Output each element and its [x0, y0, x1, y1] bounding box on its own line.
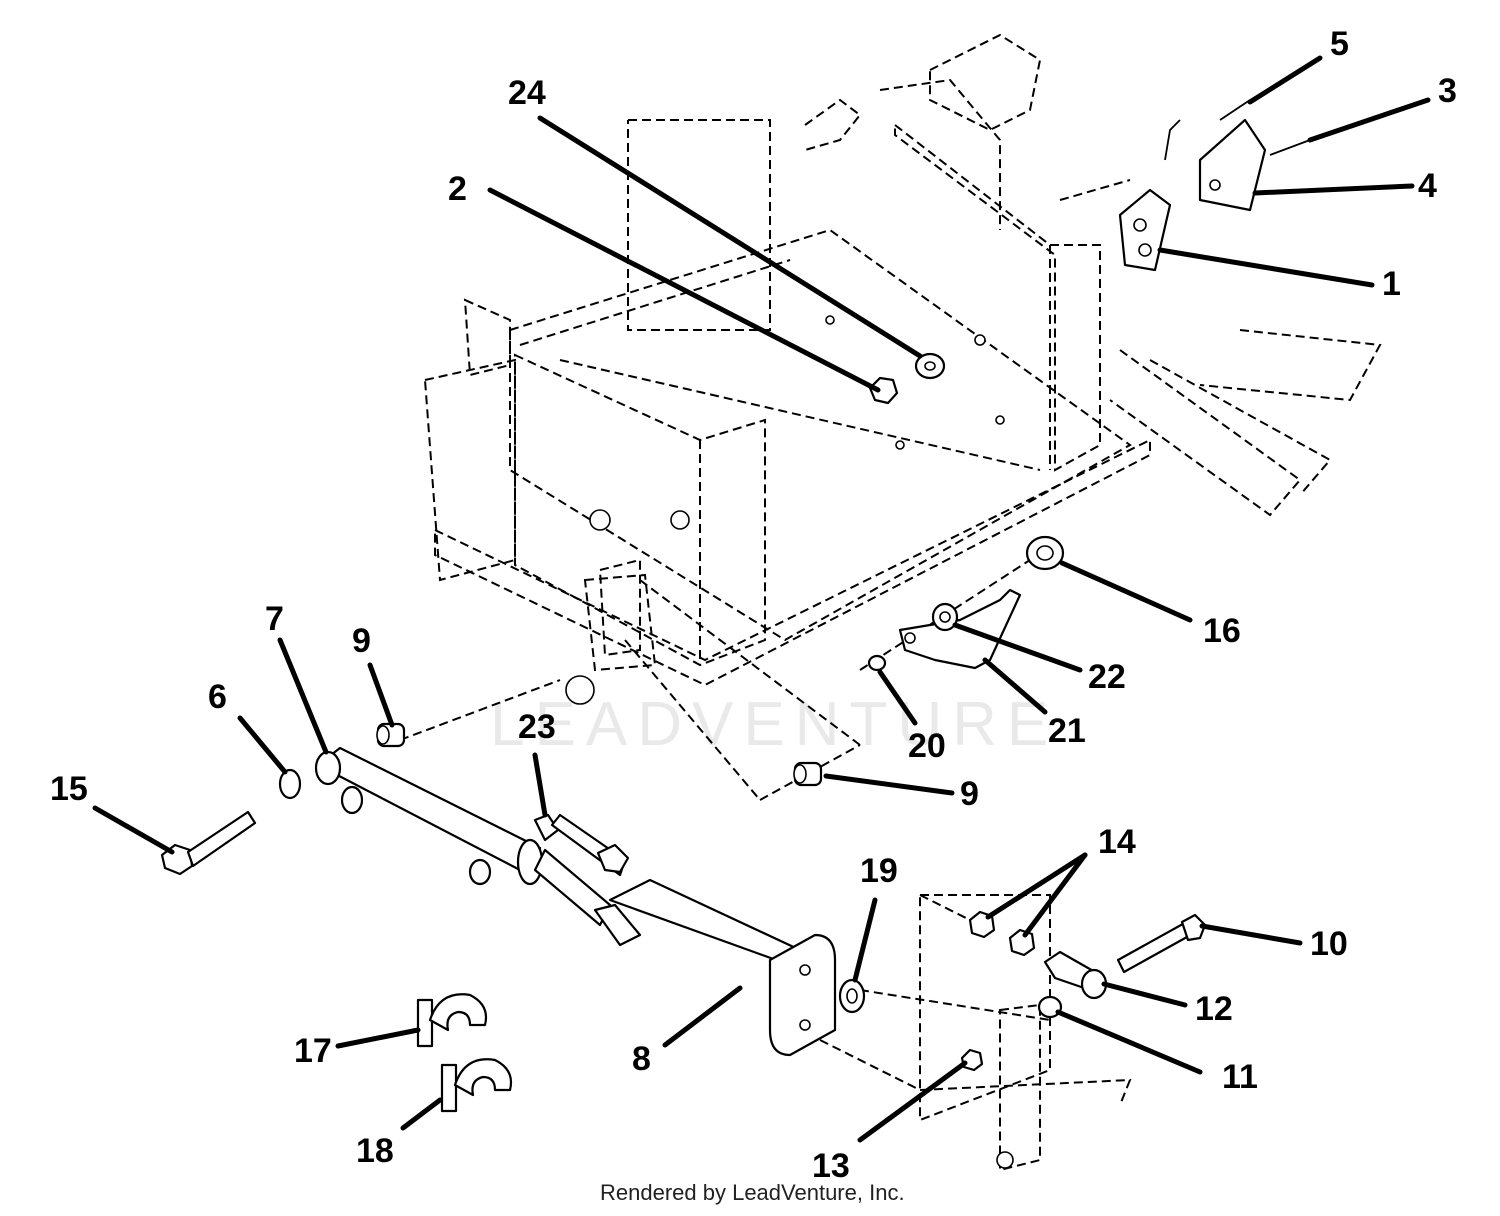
callout-7: 7	[265, 600, 284, 638]
callout-5: 5	[1330, 25, 1349, 63]
callout-1: 1	[1382, 265, 1401, 303]
clip-17	[416, 993, 488, 1048]
pivot-arm	[867, 588, 1022, 672]
callout-10: 10	[1310, 925, 1348, 963]
bolt-10	[1116, 913, 1207, 974]
tractor-frame	[423, 33, 1382, 1172]
nut-14b	[1008, 928, 1036, 957]
bolt-15	[160, 810, 257, 876]
control-valve	[1118, 188, 1172, 272]
callout-9b: 9	[960, 775, 979, 813]
callout-23: 23	[518, 708, 556, 746]
callout-labels: 1 2 3 4 5 6 7 8 9 9 10 11 12 13 14 15 16…	[50, 25, 1457, 1185]
hydraulic-cylinder	[314, 746, 612, 927]
spacer-9b	[793, 761, 823, 787]
callout-12: 12	[1195, 990, 1233, 1028]
callout-11: 11	[1222, 1058, 1258, 1096]
projection-lines	[399, 179, 1131, 1091]
clip-18	[440, 1058, 513, 1113]
callout-8: 8	[632, 1040, 651, 1078]
rod-plate-8	[593, 878, 837, 1057]
leader-lines	[92, 55, 1431, 1143]
bushing-16	[1025, 535, 1065, 571]
callout-24: 24	[508, 74, 546, 112]
callout-19: 19	[860, 852, 898, 890]
spacer-9a	[376, 722, 406, 748]
callout-2: 2	[448, 170, 467, 208]
washer-24	[914, 352, 946, 380]
callout-9a: 9	[352, 622, 371, 660]
callout-20: 20	[908, 727, 946, 765]
callout-3: 3	[1438, 72, 1457, 110]
washer-6	[278, 768, 302, 800]
callout-16: 16	[1203, 612, 1241, 650]
callout-13: 13	[812, 1147, 850, 1185]
bushing-19	[838, 978, 866, 1014]
callout-15: 15	[50, 770, 88, 808]
render-credit: Rendered by LeadVenture, Inc.	[600, 1180, 905, 1205]
callout-6: 6	[208, 678, 227, 716]
callout-17: 17	[294, 1032, 332, 1070]
valve-bracket	[1164, 99, 1311, 212]
rod-end-12	[1043, 950, 1108, 1000]
callout-22: 22	[1088, 658, 1126, 696]
nut-13	[960, 1048, 984, 1072]
callout-14: 14	[1098, 823, 1136, 861]
nut-2	[868, 376, 899, 405]
callout-4: 4	[1418, 167, 1437, 205]
callout-18: 18	[356, 1132, 394, 1170]
callout-21: 21	[1048, 712, 1086, 750]
